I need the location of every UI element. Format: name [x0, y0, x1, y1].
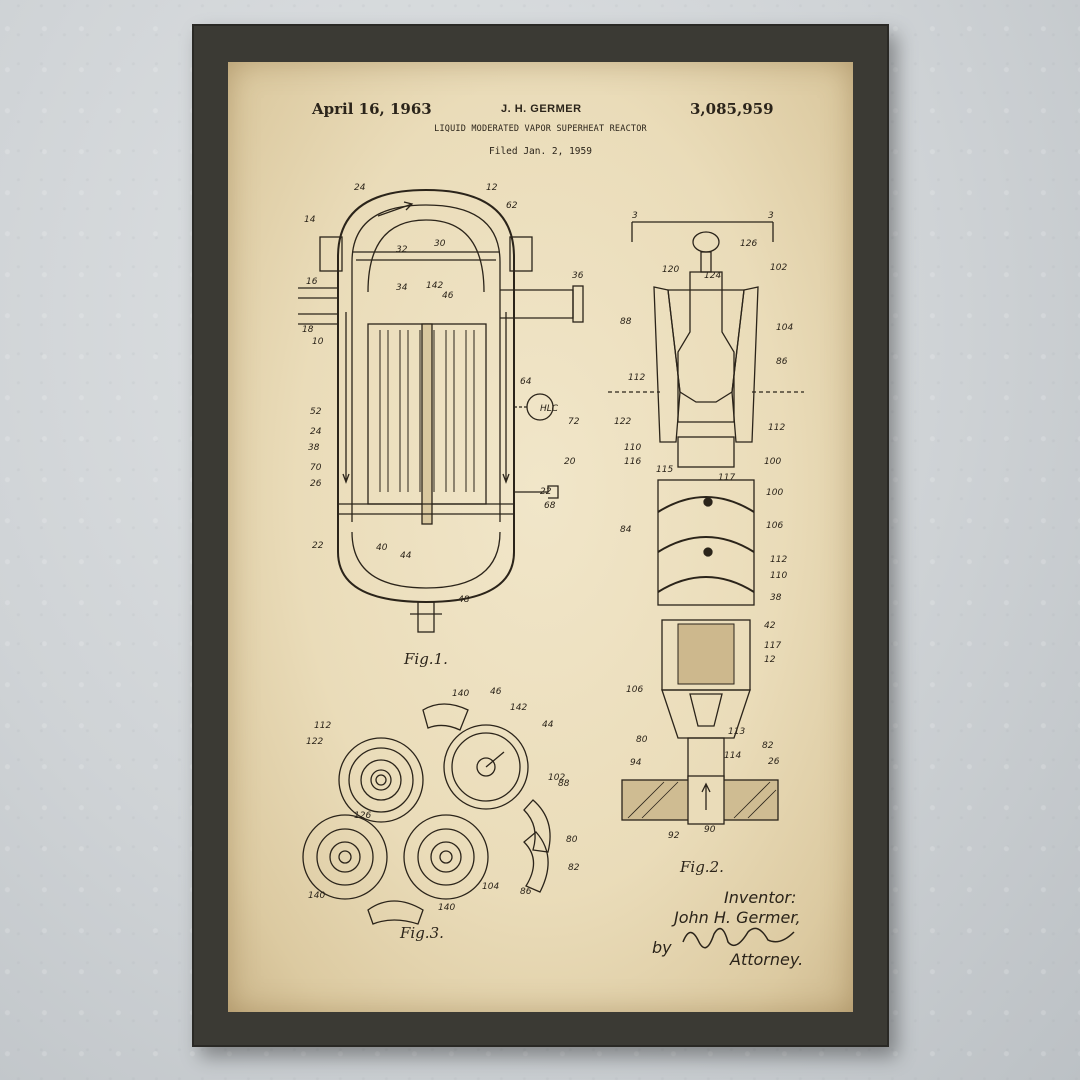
fig2-numeral: 122	[614, 417, 631, 427]
fig3-numeral: 46	[490, 687, 502, 697]
fig2-numeral: 104	[776, 323, 793, 333]
fig2-numeral: 82	[762, 741, 774, 751]
fig2-numeral: 84	[620, 525, 632, 535]
fig1-numeral: 24	[354, 183, 366, 193]
fig2-numeral: 102	[770, 263, 787, 273]
fig3-numeral: 80	[566, 835, 578, 845]
fig1-numeral: 64	[520, 377, 532, 387]
attorney-signature	[682, 927, 795, 949]
fig2-numeral: 117	[718, 473, 735, 483]
fig1-numeral: 48	[458, 595, 470, 605]
fig2-numeral: 88	[620, 317, 632, 327]
fig3-numeral: 44	[542, 720, 554, 730]
fig2-numeral: 113	[728, 727, 745, 737]
fig1-numeral: 72	[568, 417, 580, 427]
fig1-numeral: 70	[310, 463, 322, 473]
fig2-numeral: 110	[770, 571, 787, 581]
fig2-numeral: 94	[630, 758, 642, 768]
fig1-numeral: 14	[304, 215, 316, 225]
fig1-numeral: 12	[486, 183, 498, 193]
fig3-numeral: 126	[354, 811, 371, 821]
fig2-numeral: 106	[626, 685, 643, 695]
fig2-numeral: 86	[776, 357, 788, 367]
fig3-numeral: 102	[548, 773, 565, 783]
fig2-numeral: 80	[636, 735, 648, 745]
fig3-numeral: 140	[438, 903, 455, 913]
fig1-numeral: 16	[306, 277, 318, 287]
fig1-numeral: HLC	[540, 404, 559, 414]
fig2-numeral: 92	[668, 831, 680, 841]
fig2-numeral: 110	[624, 443, 641, 453]
fig3-numeral: 142	[510, 703, 527, 713]
fig1-numeral: 46	[442, 291, 454, 301]
fig1-numeral: 30	[434, 239, 446, 249]
fig3-numeral: 122	[306, 737, 323, 747]
inventor-name: John H. Germer,	[674, 908, 801, 927]
fig2-numeral: 114	[724, 751, 741, 761]
by-label: by	[652, 938, 672, 957]
fig1-numeral: 40	[376, 543, 388, 553]
fig1-reactor-drawing	[298, 188, 584, 633]
fig2-numeral: 126	[740, 239, 757, 249]
patent-print: April 16, 1963 J. H. GERMER 3,085,959 LI…	[228, 62, 853, 1012]
patent-inventor-header: J. H. GERMER	[501, 103, 582, 115]
fig2-numeral: 3	[768, 211, 774, 221]
fig1-numeral: 22	[540, 487, 552, 497]
fig2-numeral: 26	[768, 757, 780, 767]
fig3-cross-section-drawing	[302, 703, 551, 925]
fig2-fuel-element-drawing	[608, 221, 804, 825]
fig1-numeral: 20	[564, 457, 576, 467]
fig1-numeral: 34	[396, 283, 408, 293]
fig2-label: Fig.2.	[680, 858, 724, 876]
patent-filed-date: Filed Jan. 2, 1959	[489, 146, 592, 157]
fig1-numeral: 36	[572, 271, 584, 281]
fig2-numeral: 106	[766, 521, 783, 531]
patent-title: LIQUID MODERATED VAPOR SUPERHEAT REACTOR	[434, 124, 647, 134]
fig1-numeral: 32	[396, 245, 408, 255]
fig1-numeral: 26	[310, 479, 322, 489]
inventor-label: Inventor:	[724, 888, 797, 907]
fig3-numeral: 82	[568, 863, 580, 873]
patent-drawing: 2412621430321634142463618106452HLC722438…	[298, 183, 804, 949]
fig2-numeral: 38	[770, 593, 782, 603]
fig2-numeral: 3	[632, 211, 638, 221]
fig1-numeral: 52	[310, 407, 322, 417]
fig2-numeral: 12	[764, 655, 776, 665]
fig3-numeral: 88	[558, 779, 570, 789]
fig1-numeral: 44	[400, 551, 412, 561]
fig3-numeral: 104	[482, 882, 499, 892]
fig2-numeral: 120	[662, 265, 679, 275]
fig3-label: Fig.3.	[400, 924, 444, 942]
fig1-numeral: 10	[312, 337, 324, 347]
fig1-label: Fig.1.	[404, 650, 448, 668]
fig1-numeral: 142	[426, 281, 443, 291]
fig2-numeral: 100	[766, 488, 783, 498]
fig2-numeral: 116	[624, 457, 641, 467]
fig1-numeral: 62	[506, 201, 518, 211]
fig2-numeral: 112	[770, 555, 787, 565]
fig2-numeral: 115	[656, 465, 673, 475]
fig1-numeral: 68	[544, 501, 556, 511]
patent-number: 3,085,959	[690, 100, 774, 118]
fig2-numeral: 100	[764, 457, 781, 467]
fig1-numeral: 18	[302, 325, 314, 335]
attorney-label: Attorney.	[730, 950, 804, 969]
fig2-numeral: 124	[704, 271, 721, 281]
fig3-numeral: 140	[452, 689, 469, 699]
fig2-numeral: 90	[704, 825, 716, 835]
fig2-numeral: 117	[764, 641, 781, 651]
fig3-numeral: 140	[308, 891, 325, 901]
fig1-numeral: 38	[308, 443, 320, 453]
fig1-numeral: 24	[310, 427, 322, 437]
fig1-numeral: 22	[312, 541, 324, 551]
fig3-numeral: 86	[520, 887, 532, 897]
fig2-numeral: 112	[768, 423, 785, 433]
fig2-numeral: 42	[764, 621, 776, 631]
fig3-numeral: 112	[314, 721, 331, 731]
fig2-numeral: 112	[628, 373, 645, 383]
patent-date: April 16, 1963	[312, 100, 432, 118]
